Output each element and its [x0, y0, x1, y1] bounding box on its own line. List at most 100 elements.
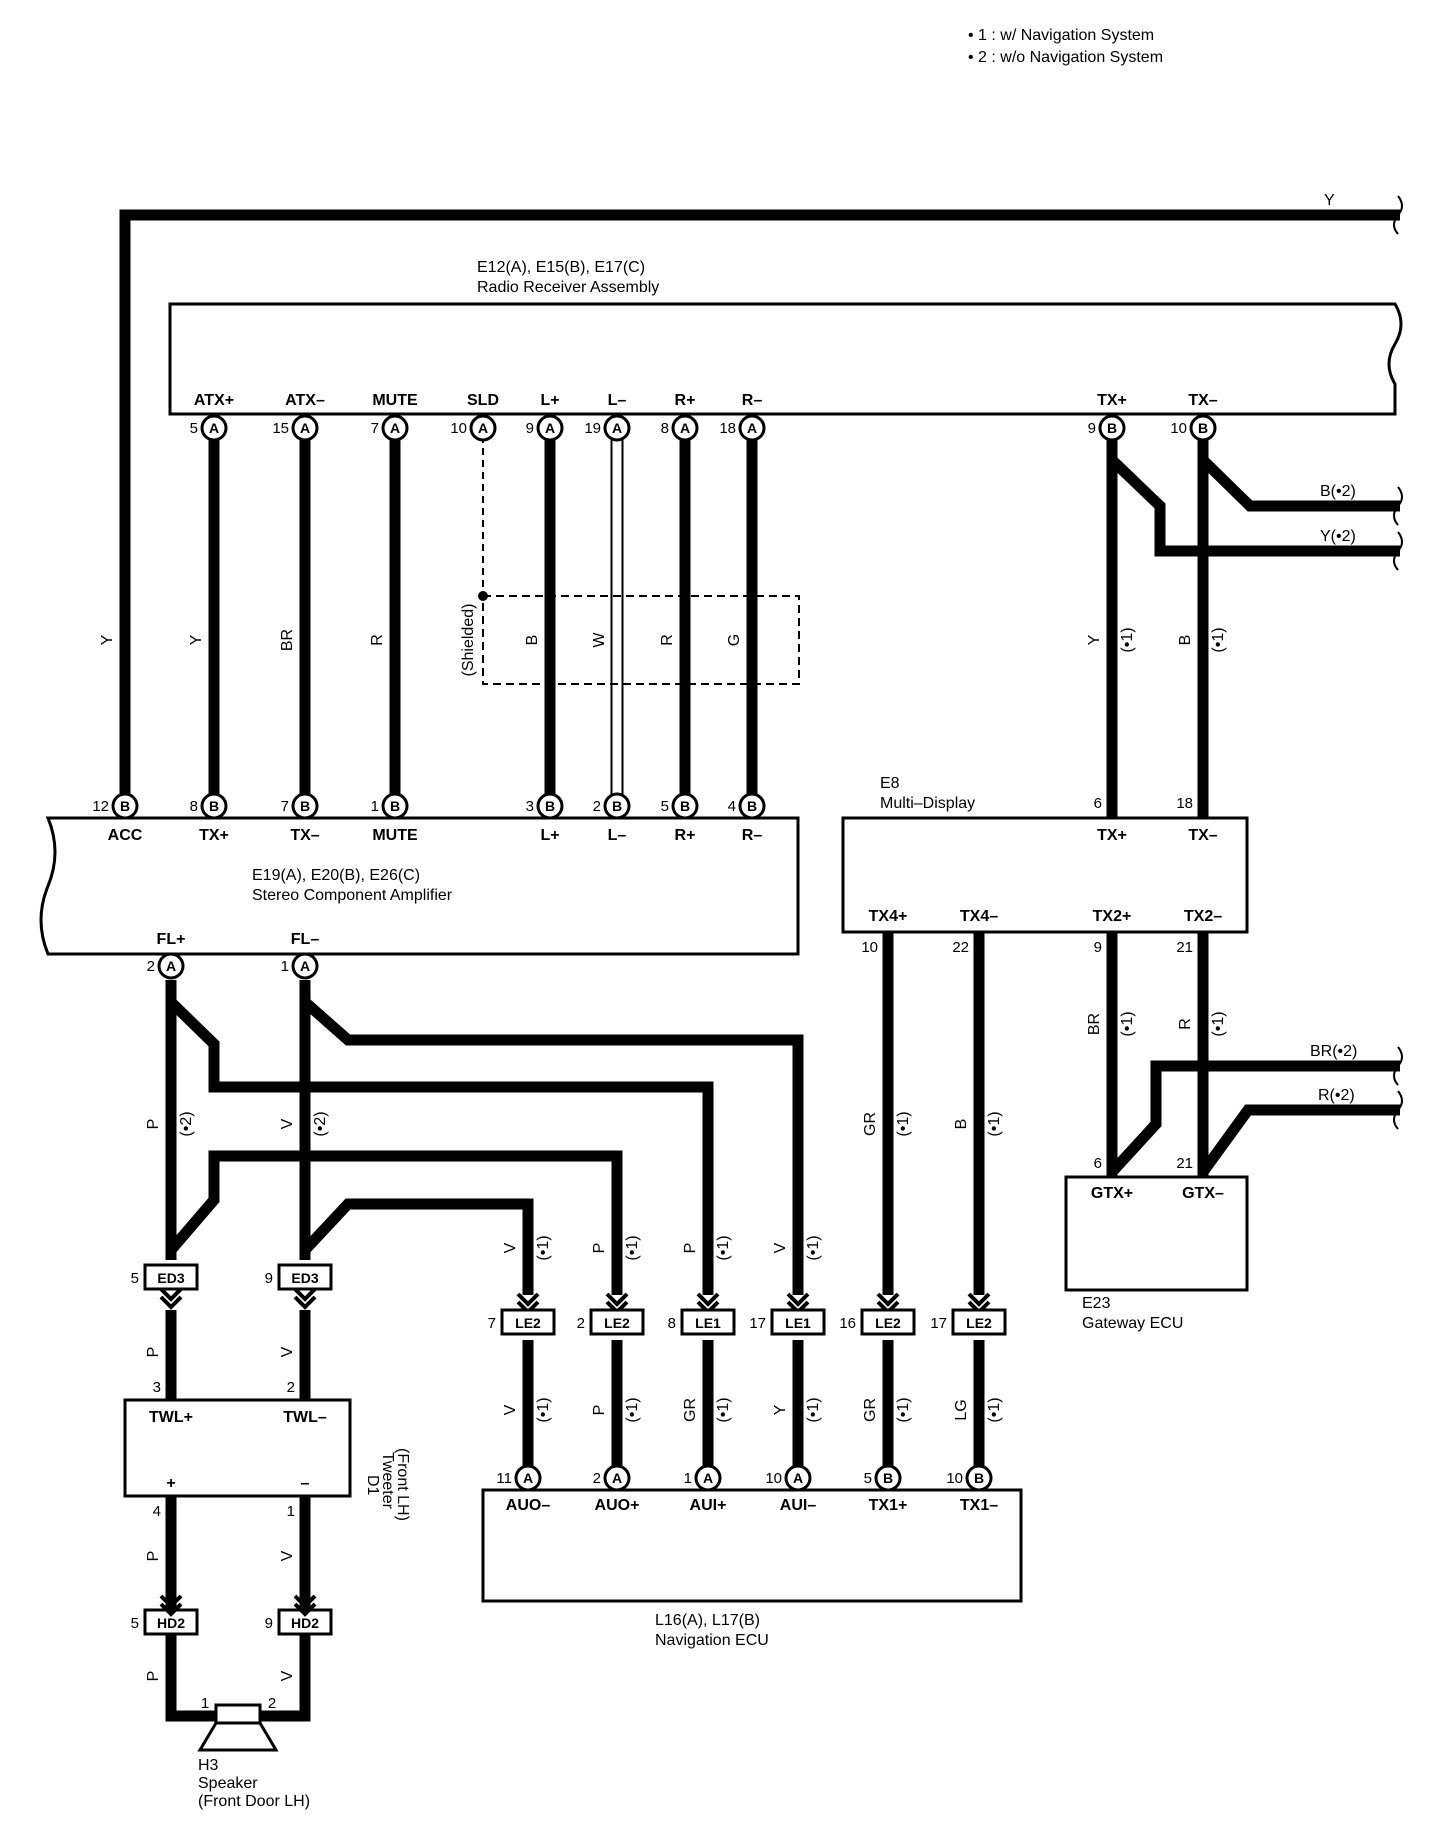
- tw-polarity: +: [166, 1475, 175, 1492]
- radio-terminals: ATX+A5ATX–A15MUTEA7SLDA10L+A9L–A19R+A8R–…: [190, 392, 1218, 442]
- wire-color-tw-hd2: V: [279, 1550, 296, 1561]
- tw-terminal: TWL–: [283, 1409, 327, 1426]
- nav-terminal: AUO+: [595, 1497, 640, 1514]
- le-2-box: [680, 1308, 736, 1336]
- le-3-box: [770, 1308, 826, 1336]
- radio-terminal-name: ATX+: [194, 392, 234, 409]
- ed3-pin: 9: [265, 1270, 273, 1287]
- shield-box: [482, 595, 800, 685]
- nav-pin-number: 10: [946, 1470, 963, 1487]
- amp-pin-number: 2: [593, 798, 601, 815]
- radio-pin-letter: A: [300, 420, 310, 436]
- radio-pin-circle: [291, 414, 319, 442]
- nav-pin-circle: [603, 1464, 631, 1492]
- radio-pin-circle: [469, 414, 497, 442]
- wire-color-radio-amp: B: [524, 635, 541, 646]
- le-1-label: LE2: [604, 1315, 630, 1331]
- md-top-terminal: TX–: [1188, 827, 1217, 844]
- amp-pin-number: 3: [526, 798, 534, 815]
- wire-color-tw-hd2: P: [145, 1551, 162, 1562]
- wire-acc-y: [119, 209, 1400, 798]
- wire-color-nav-lower: GR: [682, 1398, 699, 1422]
- radio-pin-letter: B: [1198, 420, 1208, 436]
- radio-pin-number: 7: [371, 420, 379, 437]
- multi-display-box: [841, 816, 1249, 934]
- radio-terminal-name: TX+: [1097, 392, 1127, 409]
- radio-pin-circle: [1189, 414, 1217, 442]
- gw-terminal: GTX+: [1091, 1185, 1133, 1202]
- wire-color-nav-upper: P: [591, 1243, 608, 1254]
- nav-pin-number: 2: [593, 1470, 601, 1487]
- amp-pin-circle: [603, 792, 631, 820]
- gateway-box: [1064, 1175, 1249, 1292]
- wire-color-md-nav: B: [953, 1119, 970, 1130]
- amp-pin-circle: [111, 792, 139, 820]
- ed3-1-label: ED3: [291, 1270, 318, 1286]
- radio-terminal-name: SLD: [467, 392, 499, 409]
- wire-cond-md-gw: (•1): [1119, 1011, 1136, 1036]
- navigation-box: [481, 1488, 1023, 1603]
- hd2-pin: 9: [265, 1615, 273, 1632]
- le-3-label: LE1: [785, 1315, 811, 1331]
- wire-color-ed3-tw: V: [279, 1346, 296, 1357]
- wire-cond-md-nav: (•1): [895, 1111, 912, 1136]
- radio-terminal-name: MUTE: [372, 392, 418, 409]
- wire-r-branch: [1198, 1104, 1400, 1176]
- nav-pin-circle: [874, 1464, 902, 1492]
- tw-top-pin: 2: [287, 1379, 295, 1396]
- wire-cond-radio-md: (•1): [1119, 627, 1136, 652]
- amp-fl-name: FL+: [157, 931, 186, 948]
- radio-codes: E12(A), E15(B), E17(C): [477, 259, 645, 276]
- amp-pin-number: 12: [92, 798, 109, 815]
- radio-pin-circle: [381, 414, 409, 442]
- md-bottom-terminal: TX4+: [869, 908, 908, 925]
- le-5-label: LE2: [966, 1315, 992, 1331]
- radio-pin-number: 10: [1170, 420, 1187, 437]
- radio-pin-circle: [1098, 414, 1126, 442]
- amplifier-name: Stereo Component Amplifier: [252, 887, 453, 904]
- amp-pin-letter: B: [120, 798, 130, 814]
- nav-pin-circle: [784, 1464, 812, 1492]
- wire-color-md-nav: GR: [862, 1112, 879, 1136]
- radio-pin-number: 15: [272, 420, 289, 437]
- tweeter-box: [123, 1398, 352, 1498]
- amp-pin-circle: [200, 792, 228, 820]
- wire-cond-nav-lower: (•1): [624, 1397, 641, 1422]
- md-code: E8: [880, 775, 900, 792]
- spk-pin: 2: [268, 1695, 276, 1712]
- md-bottom-terminal: TX2–: [1184, 908, 1222, 925]
- gw-code: E23: [1082, 1295, 1111, 1312]
- nav-pin-circle: [965, 1464, 993, 1492]
- radio-pin-number: 9: [1088, 420, 1096, 437]
- spk-name: Speaker: [198, 1775, 258, 1792]
- radio-pin-number: 5: [190, 420, 198, 437]
- le-0-label: LE2: [515, 1315, 541, 1331]
- nav-codes: L16(A), L17(B): [655, 1612, 760, 1629]
- ed3-0-box: [143, 1263, 199, 1291]
- wire-cond-radio-md: (•1): [1210, 627, 1227, 652]
- radio-receiver-box: [168, 302, 1403, 416]
- arrow-mark: [293, 1594, 317, 1617]
- wire-color-hd2-spk: P: [145, 1671, 162, 1682]
- le-pin: 16: [839, 1315, 856, 1332]
- wire-color-radio-md: B: [1177, 635, 1194, 646]
- hd2-1-label: HD2: [291, 1615, 319, 1631]
- amp-pin-circle: [291, 792, 319, 820]
- amp-terminal-name: TX+: [199, 827, 229, 844]
- radio-terminal-name: TX–: [1188, 392, 1217, 409]
- md-bottom-terminal: TX2+: [1093, 908, 1132, 925]
- nav-pin-circle: [514, 1464, 542, 1492]
- radio-pin-letter: A: [612, 420, 622, 436]
- wire-color-amp-ed3: P: [145, 1119, 162, 1130]
- wire-color-md-gw: BR: [1086, 1013, 1103, 1035]
- tw-polarity: –: [301, 1475, 310, 1492]
- wire-y-branch: [1108, 456, 1400, 557]
- amp-terminal-name: TX–: [290, 827, 319, 844]
- amp-pin-circle: [671, 792, 699, 820]
- amp-fl-pin-letter: A: [166, 958, 176, 974]
- radio-pin-letter: A: [390, 420, 400, 436]
- nav-pin-number: 11: [496, 1470, 512, 1487]
- wire-cond-nav-upper: (•1): [805, 1235, 822, 1260]
